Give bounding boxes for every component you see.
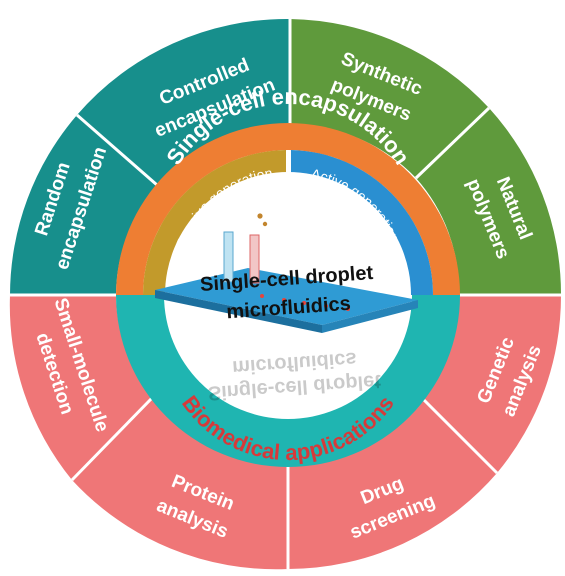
segment-natural-polymers bbox=[416, 108, 562, 295]
segment-protein-analysis bbox=[72, 398, 288, 570]
syringe-tubes-icon bbox=[223, 213, 268, 284]
bottom-ring-band bbox=[116, 295, 460, 467]
top-ring-band bbox=[116, 123, 460, 295]
segment-dividers bbox=[10, 19, 561, 569]
segment-genetic-analysis bbox=[424, 295, 562, 473]
segment-synthetic-polymers bbox=[290, 19, 489, 178]
segment-random-encapsulation bbox=[10, 115, 157, 295]
active-generation-band bbox=[291, 150, 433, 295]
segment-controlled-encapsulation bbox=[77, 18, 290, 185]
segment-drug-screening bbox=[288, 400, 497, 569]
microfluidic-chip-icon bbox=[155, 268, 418, 333]
passive-generation-band bbox=[143, 150, 286, 295]
